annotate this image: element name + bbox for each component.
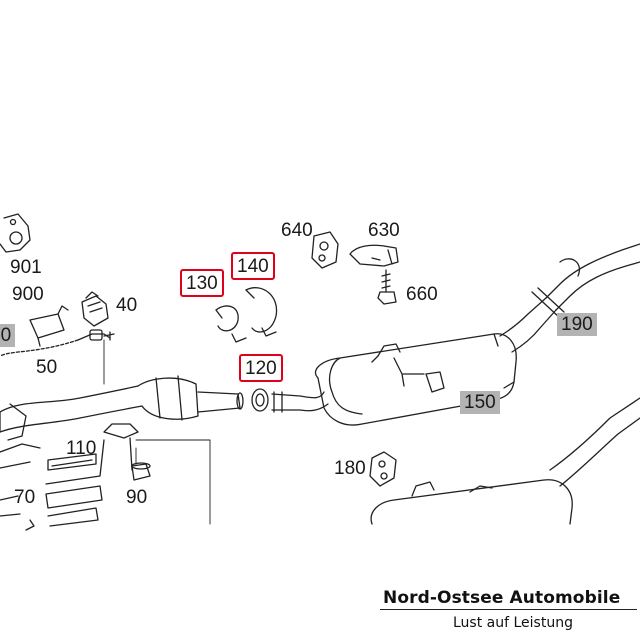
hanger-640-shape [311, 231, 339, 269]
front-pipe-shape [0, 375, 244, 441]
part-label-130-highlighted: 130 [180, 269, 224, 297]
tail-pipe-shape [499, 243, 640, 353]
bracket-60-shape [29, 305, 69, 347]
mid-pipe-shape [271, 391, 329, 413]
muffler-150-shape [314, 333, 517, 426]
part-label-660: 660 [406, 284, 438, 305]
part-label-90: 90 [126, 487, 148, 508]
washer-90-shape [131, 462, 151, 481]
part-label-60: 60 [0, 324, 16, 347]
bracket-110-shape [45, 423, 139, 485]
part-label-110: 110 [66, 438, 97, 459]
part-label-50: 50 [36, 357, 58, 378]
part-label-180: 180 [334, 458, 366, 479]
strap-70-shape [45, 485, 103, 527]
brand-divider [380, 609, 637, 610]
brand-name: Nord-Ostsee Automobile [383, 588, 621, 608]
brand-slogan: Lust auf Leistung [453, 615, 573, 631]
clamp-40-shape [81, 291, 109, 327]
clamp-140-shape [245, 287, 278, 337]
part-label-900: 900 [12, 284, 44, 305]
part-label-190: 190 [557, 313, 597, 336]
lower-left-guide-shape [135, 439, 211, 525]
part-label-150: 150 [460, 391, 500, 414]
rear-muffler-shape [370, 397, 640, 525]
bolt-660-shape [377, 269, 397, 305]
part-label-140-highlighted: 140 [231, 252, 275, 280]
part-label-630: 630 [368, 220, 400, 241]
part-label-901: 901 [10, 257, 42, 278]
clamp-130-shape [215, 305, 247, 343]
part-label-640: 640 [281, 220, 313, 241]
bracket-630-shape [349, 244, 399, 267]
lower-left-wire-shape [0, 443, 41, 531]
gasket-901-shape [0, 213, 31, 253]
gasket-120-shape [251, 388, 269, 412]
part-label-40: 40 [116, 295, 138, 316]
part-label-70: 70 [14, 487, 36, 508]
part-label-120-highlighted: 120 [239, 354, 283, 382]
oxygen-sensor-50-shape [0, 329, 115, 385]
hanger-180-shape [369, 451, 397, 487]
